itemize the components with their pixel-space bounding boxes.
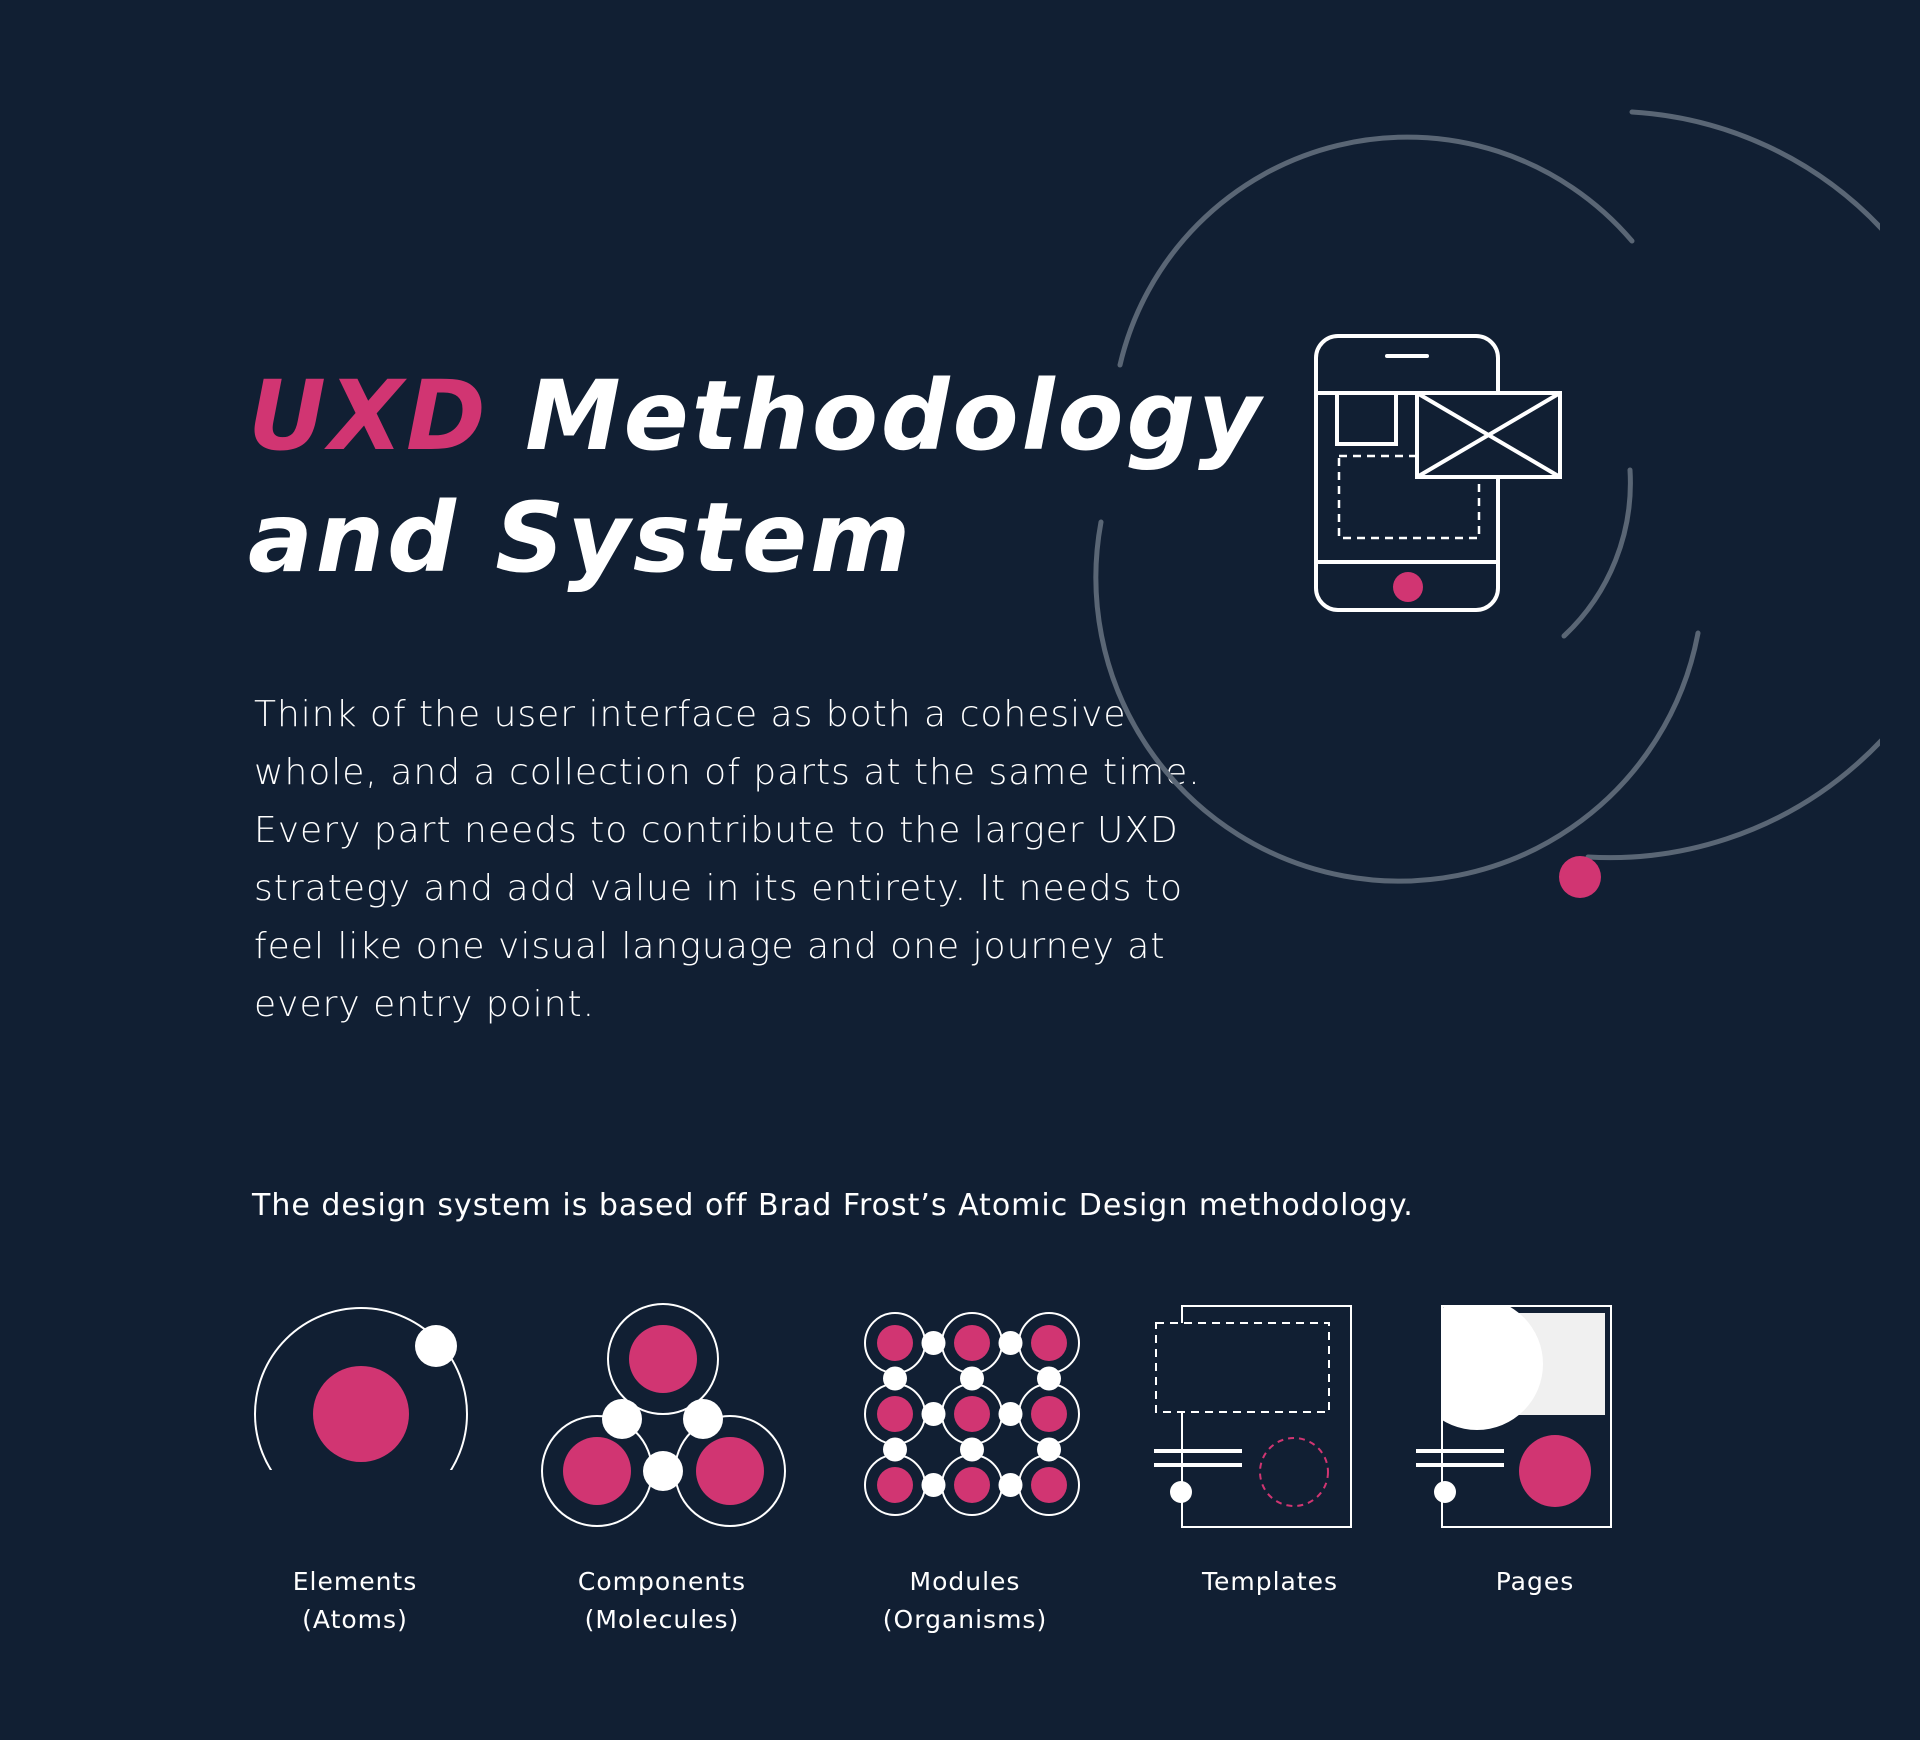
organism-bond	[1037, 1437, 1061, 1462]
atom-nucleus	[313, 1366, 409, 1462]
organism-cell	[1031, 1467, 1067, 1503]
stage-label-molecules: Components (Molecules)	[512, 1563, 812, 1639]
phone-dashed-area	[1337, 454, 1481, 540]
intro-paragraph: Think of the user interface as both a co…	[254, 694, 1201, 1025]
stage-title: Elements	[292, 1567, 418, 1596]
stage-title: Components	[577, 1567, 747, 1596]
stage-label-pages: Pages	[1385, 1563, 1685, 1601]
inner-orbit-arc	[1561, 467, 1633, 639]
stage-subtitle: (Molecules)	[584, 1605, 740, 1634]
molecule-bond	[643, 1451, 683, 1491]
section-subtitle: The design system is based off Brad Fros…	[252, 1188, 1414, 1223]
organism-cell	[877, 1467, 913, 1503]
phone-wireframe	[1314, 334, 1562, 612]
stage-atoms	[250, 1300, 480, 1470]
page-layout-icon	[1416, 1305, 1612, 1528]
organism-cell	[877, 1325, 913, 1361]
organism-bond	[998, 1473, 1023, 1497]
organism-bond	[921, 1331, 946, 1355]
middle-orbit-arc	[1117, 134, 1635, 368]
organism-cell	[954, 1467, 990, 1503]
mobile-wireframe-icon	[1093, 109, 1880, 898]
molecule-icon	[541, 1303, 786, 1527]
image-cross-b	[1415, 391, 1562, 479]
orbit-dot	[1559, 856, 1601, 898]
title-accent: UXD	[248, 360, 489, 472]
organism-bond	[883, 1366, 907, 1391]
organism-bond	[883, 1437, 907, 1462]
organism-cell	[1031, 1396, 1067, 1432]
stage-label-templates: Templates	[1120, 1563, 1420, 1601]
stage-subtitle: (Organisms)	[882, 1605, 1048, 1634]
organism-bond	[998, 1331, 1023, 1355]
stage-title: Modules	[909, 1567, 1021, 1596]
stage-pages	[1410, 1300, 1620, 1540]
phone-home-button	[1393, 572, 1423, 602]
organism-bond	[1037, 1366, 1061, 1391]
page-bullet	[1434, 1481, 1456, 1503]
page-hero-circle	[1442, 1306, 1543, 1430]
organism-bond	[960, 1366, 984, 1391]
molecule-bond	[683, 1399, 723, 1439]
page-title: UXD Methodology and System	[248, 355, 1264, 599]
template-wireframe-icon	[1154, 1305, 1352, 1528]
atom-icon	[254, 1307, 468, 1470]
molecule-atom-top	[629, 1325, 697, 1393]
template-header-area	[1155, 1322, 1330, 1413]
organism-cell	[1031, 1325, 1067, 1361]
template-image-placeholder	[1259, 1437, 1329, 1507]
molecule-atom-right	[696, 1437, 764, 1505]
organism-bond	[921, 1473, 946, 1497]
organism-bond	[921, 1402, 946, 1426]
page-image	[1519, 1435, 1591, 1507]
stage-label-atoms: Elements (Atoms)	[205, 1563, 505, 1639]
stage-molecules	[535, 1300, 790, 1535]
template-bullet	[1170, 1481, 1192, 1503]
template-frame	[1181, 1305, 1352, 1528]
atom-orbit	[254, 1307, 468, 1470]
stage-title: Templates	[1201, 1567, 1339, 1596]
title-rest: Methodology	[525, 360, 1264, 472]
stage-label-organisms: Modules (Organisms)	[815, 1563, 1115, 1639]
stage-templates	[1150, 1300, 1360, 1540]
molecule-atom-left	[563, 1437, 631, 1505]
outer-orbit-arc	[1585, 109, 1880, 861]
stage-organisms	[860, 1300, 1090, 1520]
title-line-2: and System	[248, 482, 914, 594]
stage-subtitle: (Atoms)	[302, 1605, 408, 1634]
organism-bond	[998, 1402, 1023, 1426]
organism-cell	[954, 1325, 990, 1361]
phone-content-box	[1335, 391, 1398, 446]
organism-bond	[960, 1437, 984, 1462]
atom-electron	[415, 1325, 457, 1367]
title-line-1: UXD Methodology	[248, 355, 1264, 477]
organism-cell	[877, 1396, 913, 1432]
orbit-rings	[1093, 109, 1880, 884]
organism-cell	[954, 1396, 990, 1432]
organism-grid-icon	[864, 1312, 1080, 1516]
stage-title: Pages	[1495, 1567, 1575, 1596]
middle-orbit-arc-lower	[1093, 519, 1701, 884]
molecule-bond	[602, 1399, 642, 1439]
